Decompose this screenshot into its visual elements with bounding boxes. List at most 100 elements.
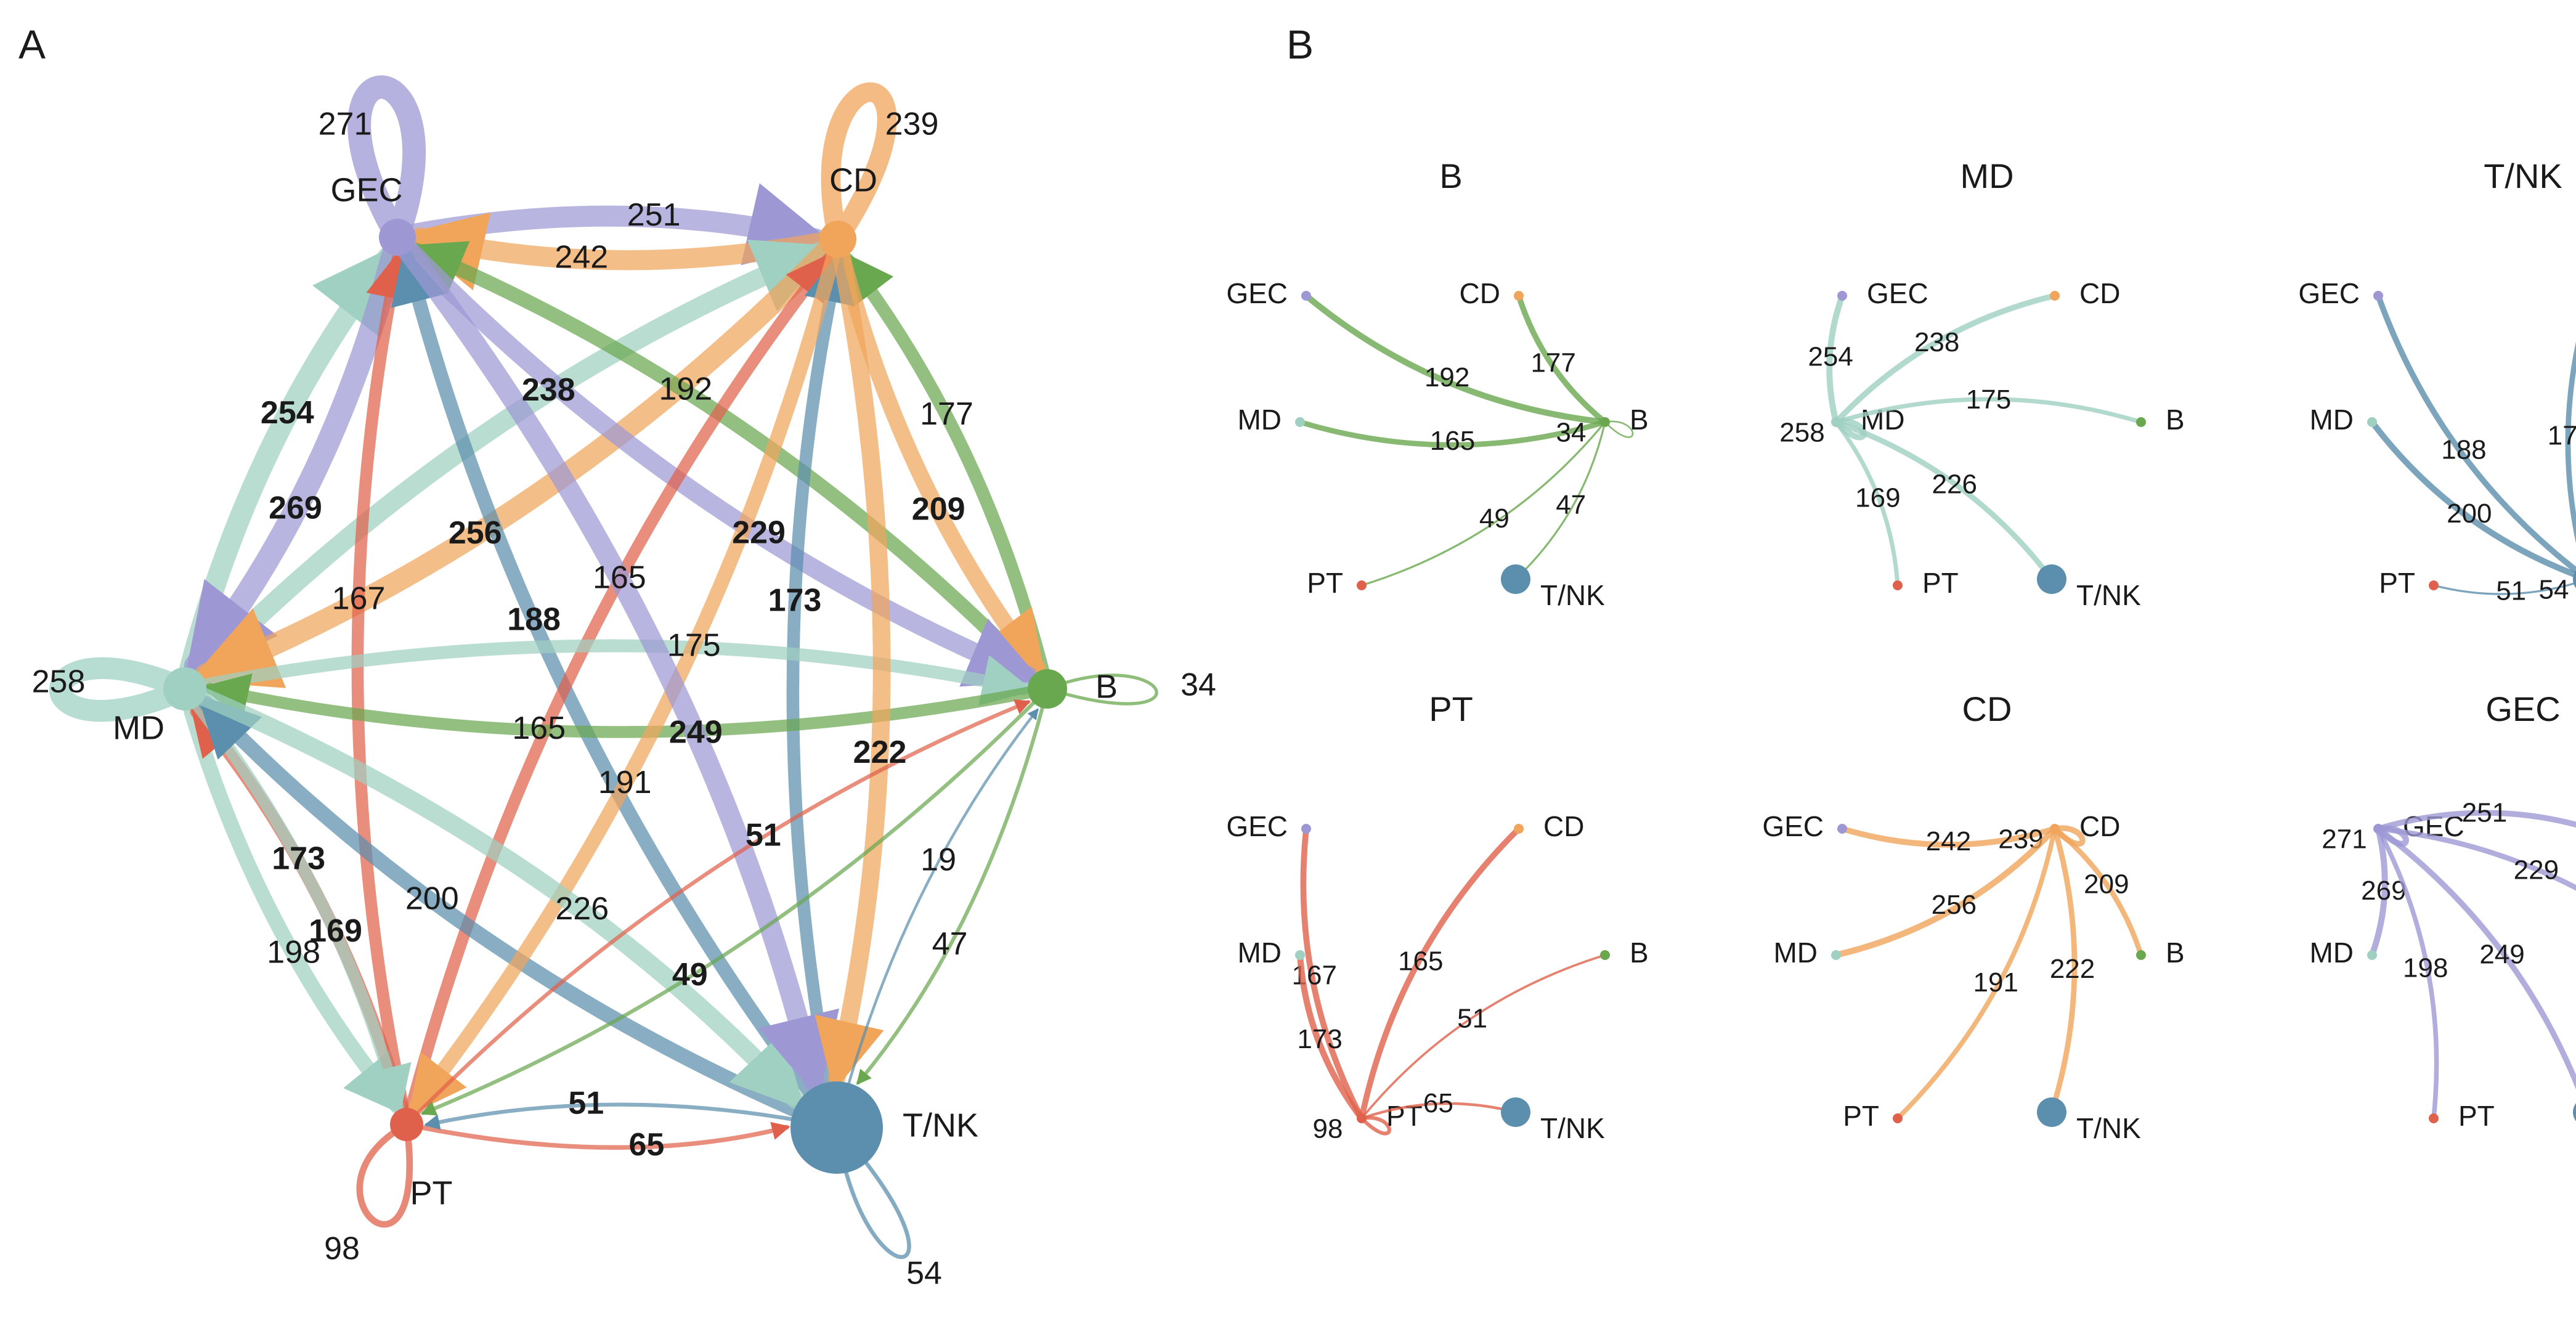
subplot-title-gec: GEC [2485,690,2560,728]
edge-cd-to-pt [1895,826,2057,1121]
edge-label-b-to-pt: 49 [1479,503,1509,534]
node-label-cd: CD [1460,277,1500,309]
node-label-md: MD [1237,404,1282,436]
edge-label-t-nk-to-pt: 51 [2496,576,2526,606]
node-label-pt: PT [1307,567,1343,599]
node-gec [1837,824,1847,834]
edge-label-b-to-md: 165 [1430,426,1475,456]
edge-label-b-to-cd: 177 [1530,348,1575,378]
edge-label-cd-to-pt: 191 [1973,967,2018,998]
node-b [2136,417,2146,427]
node-label-gec: GEC [2298,277,2360,309]
edge-label-pt-self: 98 [324,1231,360,1267]
panel-a-edges [49,75,1158,1259]
node-t-nk [2573,570,2576,588]
edge-label-t-nk-to-pt: 51 [568,1085,604,1121]
edge-label-md-to-t-nk: 226 [555,891,609,927]
edge-pt-to-b [1360,954,1606,1120]
edge-pt-to-md [1297,952,1365,1121]
node-label-cd: CD [2079,277,2120,309]
edge-label-gec-to-cd: 251 [2462,797,2507,828]
node-label-t-nk: T/NK [1540,579,1605,611]
edge-label-md-to-t-nk: 226 [1932,470,1977,500]
node-label-t-nk: T/NK [1540,1112,1605,1144]
edge-label-md-to-cd: 238 [522,372,575,408]
edge-label-cd-to-gec: 242 [1926,826,1971,856]
node-pt [1893,580,1903,590]
node-cd [819,221,856,258]
edge-md-to-t-nk [176,680,805,1110]
edge-label-gec-to-md: 269 [269,490,322,526]
edge-gec-to-t-nk [387,227,840,1099]
edge-label-gec-to-md: 269 [2361,876,2406,906]
node-pt [390,1108,423,1141]
edge-label-md-self: 258 [32,664,86,700]
edge-label-pt-to-cd: 165 [593,560,646,596]
edge-label-pt-to-cd: 165 [1398,946,1443,976]
node-label-pt: PT [2458,1100,2495,1132]
edge-label-md-self: 258 [1779,418,1824,448]
self-loop-pt [1360,1115,1391,1136]
node-t-nk [1501,564,1530,594]
node-t-nk [2037,1097,2066,1127]
self-loop-b [1604,420,1634,438]
edge-label-b-to-t-nk: 47 [1556,490,1586,520]
edge-label-pt-self: 98 [1313,1114,1343,1144]
edge-label-md-to-gec: 254 [261,395,314,431]
node-md [1295,417,1305,427]
node-cd [1514,824,1524,834]
node-md [2367,417,2377,427]
edge-label-gec-to-b: 229 [2514,855,2559,885]
edge-pt-to-t-nk [404,1121,790,1150]
node-label-b: B [1630,937,1649,969]
edge-cd-to-md [1833,826,2058,958]
edge-pt-to-t-nk [1360,1102,1518,1120]
node-label-b: B [1630,404,1649,436]
node-gec [1301,291,1311,301]
edge-pt-to-gec [1300,826,1365,1121]
node-b [2136,950,2146,960]
subplot-title-md: MD [1960,157,2013,195]
edge-t-nk-to-b [835,708,1039,1129]
edge-gec-to-md [2369,826,2388,958]
node-pt [1893,1113,1903,1123]
edge-label-md-to-b: 175 [1966,384,2011,415]
edge-label-md-to-pt: 169 [309,913,362,949]
edge-cd-to-b [2052,826,2144,958]
node-cd [2050,291,2060,301]
edge-label-pt-to-t-nk: 65 [1423,1088,1453,1118]
node-md [163,667,206,710]
edge-md-to-pt [1834,420,1900,588]
edge-b-to-cd [1516,293,1608,425]
edge-label-cd-to-b: 209 [912,492,965,527]
node-label-cd: CD [1543,810,1584,842]
edge-md-to-gec [1826,293,1845,425]
node-label-md: MD [2309,937,2354,969]
edge-label-md-to-pt: 169 [1855,482,1900,513]
node-pt [1357,580,1367,590]
node-label-b: B [1095,668,1118,705]
node-gec [2373,291,2383,301]
node-label-md: MD [1773,937,1818,969]
node-pt [2429,1113,2439,1123]
node-label-md: MD [113,709,165,746]
edge-label-t-nk-to-b: 19 [920,842,956,877]
self-loop-b [1046,673,1158,706]
edge-label-cd-to-t-nk: 222 [2050,954,2095,984]
subplot-gec: GEC271GEC251CD269MD229B198PT249T/NK [2309,690,2576,1132]
node-label-pt: PT [1843,1100,1879,1132]
edge-label-gec-self: 271 [2322,824,2367,855]
self-loop-cd [821,82,897,249]
node-label-pt: PT [410,1174,452,1211]
node-gec [379,219,416,256]
edge-label-md-to-b: 175 [667,628,721,664]
self-loop-gec [347,75,426,249]
edge-label-b-to-gec: 192 [659,372,712,407]
edge-b-to-md [1297,419,1608,448]
edge-label-gec-to-b: 229 [732,515,786,550]
